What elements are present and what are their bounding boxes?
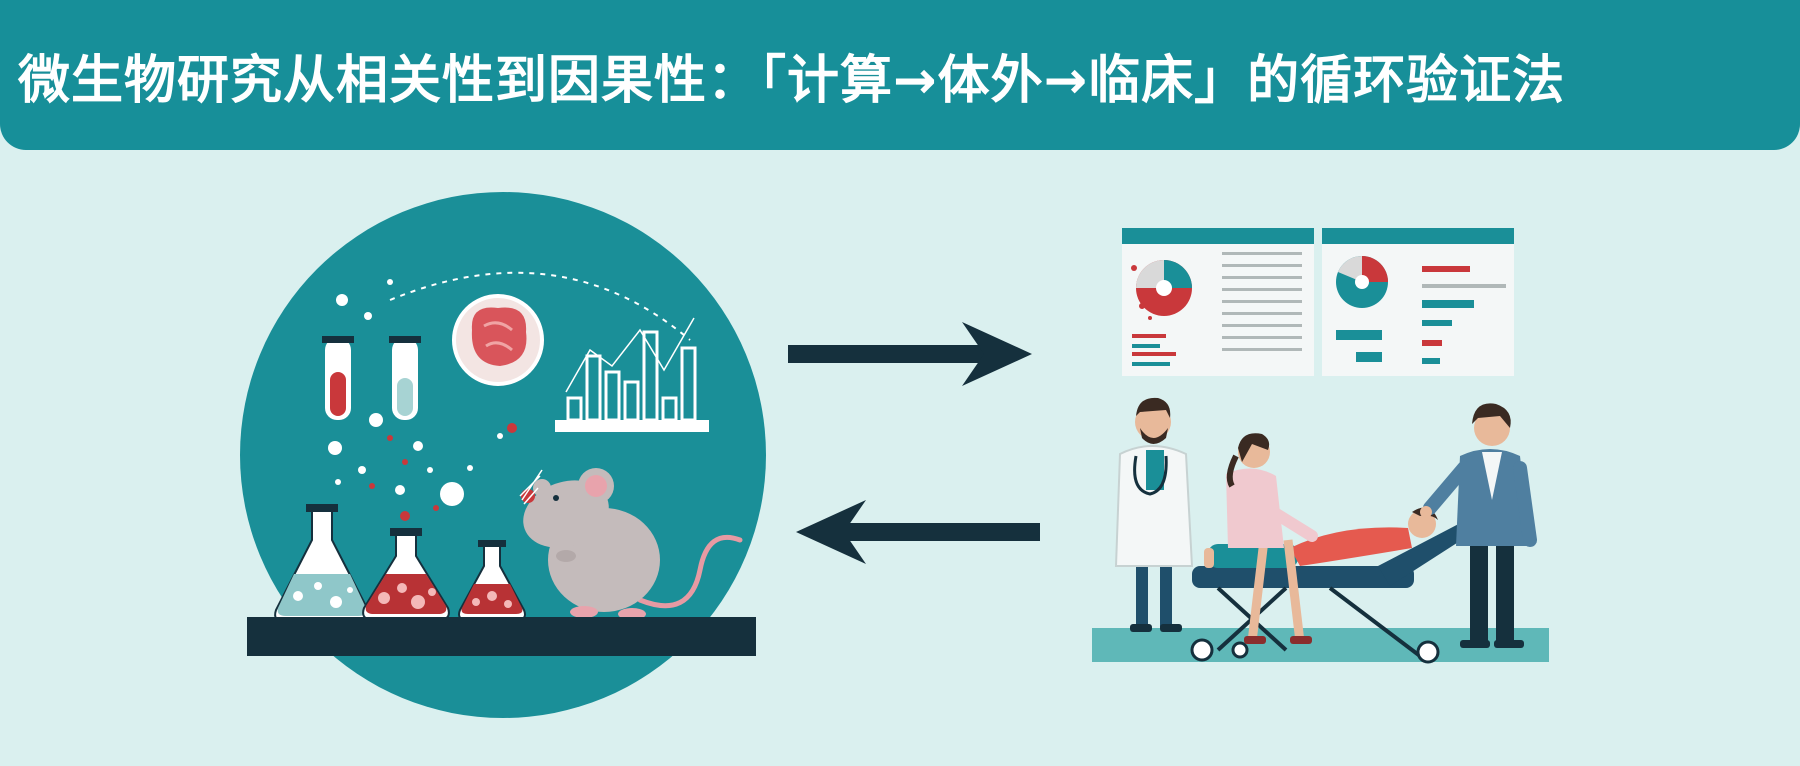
dashboard-panel-right — [1322, 228, 1514, 376]
doctor — [1114, 397, 1194, 632]
patient — [1204, 507, 1438, 568]
flask-red-small — [458, 540, 526, 621]
clinical-scene-icon — [1092, 228, 1549, 664]
stretcher — [1190, 518, 1474, 664]
lab-scene-icon — [240, 192, 766, 718]
nurse — [1226, 433, 1318, 644]
dashed-arc — [389, 271, 691, 341]
horizontal-bars — [1336, 266, 1506, 364]
dashboard-panel-left — [1122, 228, 1314, 376]
lab-shelf — [247, 617, 756, 656]
attendant — [1420, 403, 1537, 648]
bar-chart-icon — [555, 317, 709, 432]
page-title: 微生物研究从相关性到因果性：「计算→体外→临床」的循环验证法 — [18, 50, 1566, 111]
gut-organ-icon — [452, 294, 544, 386]
bubbles — [328, 279, 503, 506]
test-tube-teal — [389, 336, 421, 420]
mouse-icon — [519, 468, 743, 620]
title-bar: 微生物研究从相关性到因果性：「计算→体外→临床」的循环验证法 — [0, 0, 1800, 150]
red-particles — [369, 423, 517, 521]
arrow-right-icon — [788, 322, 1032, 386]
test-tube-red — [322, 336, 354, 420]
flask-red-large — [362, 528, 450, 621]
arrow-left-icon — [796, 500, 1040, 564]
